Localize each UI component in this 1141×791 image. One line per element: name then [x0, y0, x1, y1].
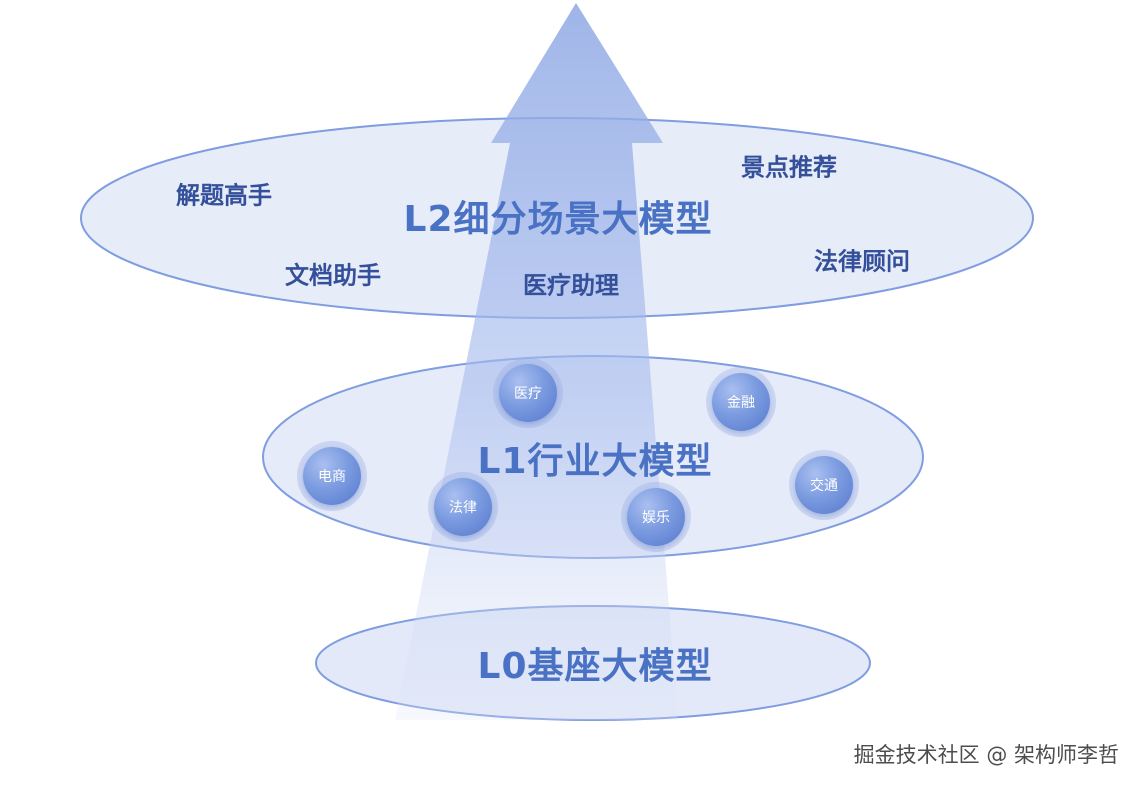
industry-bubble: 交通 [795, 456, 853, 514]
upward-arrow [395, 3, 678, 720]
industry-label: 法律 [449, 500, 477, 516]
industry-bubble: 医疗 [499, 364, 557, 422]
scene-label: 医疗助理 [523, 271, 619, 300]
scene-label: 景点推荐 [741, 153, 837, 182]
industry-bubble: 金融 [712, 373, 770, 431]
scene-label: 法律顾问 [814, 247, 910, 276]
industry-label: 娱乐 [642, 510, 670, 526]
industry-bubble: 娱乐 [627, 488, 685, 546]
industry-label: 医疗 [514, 386, 542, 402]
watermark: 掘金技术社区 @ 架构师李哲 [853, 743, 1119, 767]
scene-label: 文档助手 [285, 261, 381, 290]
industry-label: 电商 [318, 469, 346, 485]
scene-label: 解题高手 [176, 181, 272, 210]
l0-title: L0基座大模型 [477, 646, 713, 687]
industry-bubble: 电商 [303, 447, 361, 505]
industry-label: 金融 [727, 395, 755, 411]
industry-label: 交通 [810, 478, 838, 494]
industry-bubble: 法律 [434, 478, 492, 536]
l2-title: L2细分场景大模型 [403, 199, 713, 240]
l1-title: L1行业大模型 [477, 441, 713, 482]
